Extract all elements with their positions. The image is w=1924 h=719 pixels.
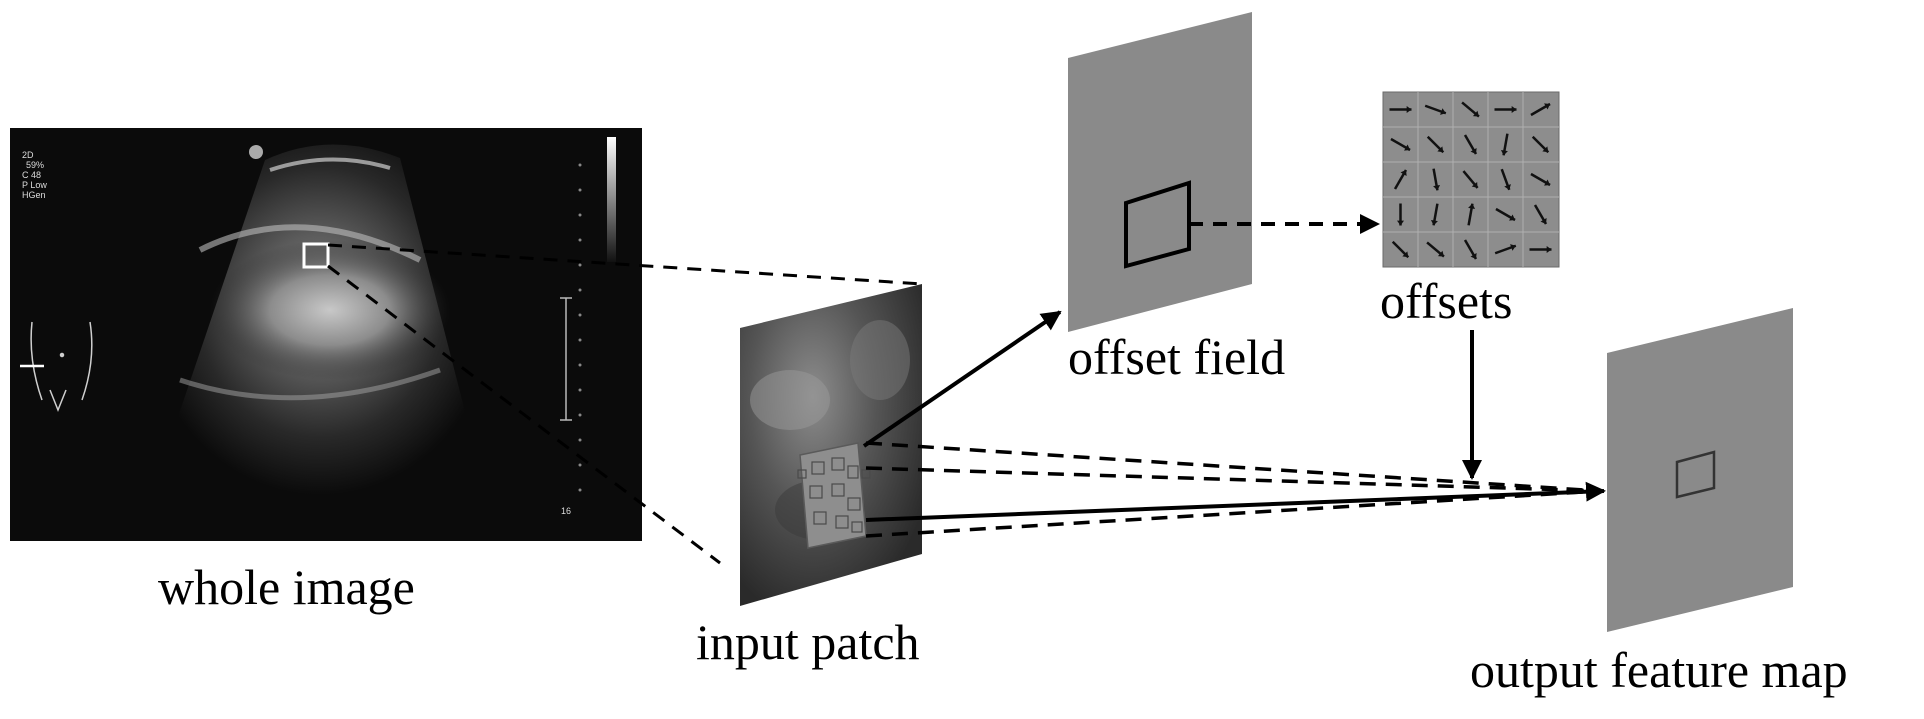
overlay-text-hgen: HGen — [22, 190, 46, 200]
arrow-patch-to-output — [865, 481, 1606, 522]
ultrasound-organ — [210, 240, 450, 380]
label-output-feature-map: output feature map — [1470, 642, 1848, 698]
sampling-connections — [865, 441, 1601, 538]
depth-markers — [578, 163, 582, 492]
caliper-marker — [560, 297, 572, 421]
output-feature-map-plane — [1607, 308, 1793, 632]
arrow-patch-to-offset-field — [862, 310, 1062, 448]
label-offsets: offsets — [1380, 273, 1513, 329]
offset-arrowhead-icon — [1433, 184, 1441, 191]
offset-arrowhead-icon — [1396, 220, 1405, 226]
offset-arrowhead-icon — [1544, 179, 1551, 186]
overlay-text-mode: 2D — [22, 150, 34, 160]
offset-arrowhead-icon — [1470, 253, 1477, 260]
label-offset-field: offset field — [1068, 329, 1286, 385]
output-feature-map — [1607, 308, 1793, 632]
offset-arrowhead-icon — [1546, 245, 1552, 254]
offset-arrowhead-icon — [1472, 110, 1479, 117]
overlay-text-depth: 16 — [561, 506, 571, 516]
offset-arrowhead-icon — [1400, 169, 1407, 176]
offset-arrowhead-icon — [1510, 244, 1516, 251]
offset-arrowhead-icon — [1544, 103, 1551, 110]
offset-arrowhead-icon — [1509, 214, 1516, 221]
offset-arrows — [1389, 101, 1552, 260]
grayscale-bar — [607, 137, 616, 262]
label-whole-image: whole image — [158, 559, 415, 615]
offset-arrowhead-icon — [1500, 149, 1508, 156]
overlay-text-c: C 48 — [22, 170, 41, 180]
offset-arrowhead-icon — [1437, 250, 1444, 257]
input-patch — [740, 284, 922, 606]
offset-arrowhead-icon — [1402, 251, 1409, 258]
offsets-grid — [1382, 91, 1560, 268]
offset-arrowhead-icon — [1471, 181, 1478, 188]
overlay-text-p: P Low — [22, 180, 47, 190]
selection-box — [302, 242, 330, 269]
offset-arrowhead-icon — [1406, 105, 1412, 114]
overlay-text-gain: 59% — [26, 160, 44, 170]
offset-arrowhead-icon — [1430, 219, 1438, 226]
offset-field-window — [1124, 180, 1191, 269]
body-marker-icon — [20, 321, 93, 413]
offset-field — [1068, 12, 1252, 332]
offset-arrowhead-icon — [1542, 146, 1549, 153]
offset-arrowhead-icon — [1468, 203, 1476, 210]
offset-arrowhead-icon — [1511, 105, 1517, 114]
projection-lines — [327, 243, 923, 565]
offset-arrowhead-icon — [1404, 144, 1411, 151]
offset-arrowhead-icon — [1440, 108, 1446, 115]
label-input-patch: input patch — [696, 614, 920, 670]
offset-arrowhead-icon — [1437, 146, 1444, 153]
offset-arrowhead-icon — [1470, 148, 1477, 155]
offset-arrowhead-icon — [1540, 218, 1547, 225]
offset-field-plane — [1068, 12, 1252, 332]
ultrasound-image: 2D 59% C 48 P Low HGen 16 — [10, 128, 642, 541]
output-cell — [1675, 450, 1716, 499]
offset-arrowhead-icon — [1504, 184, 1511, 190]
